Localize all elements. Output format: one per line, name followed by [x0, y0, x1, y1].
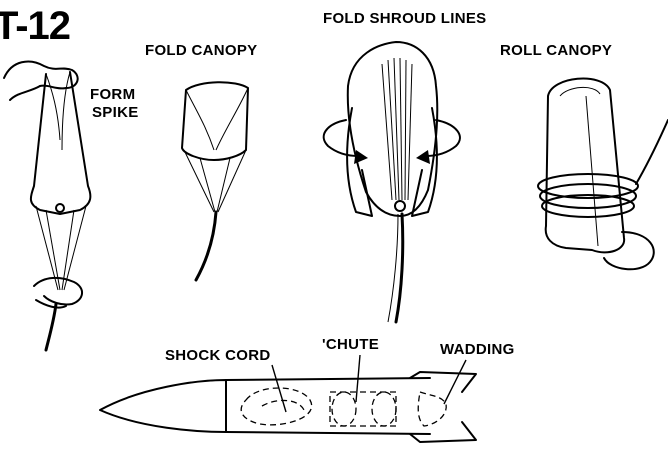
- fold-shroud-lines-illustration: [324, 42, 460, 322]
- rocket-cross-section: [100, 355, 476, 442]
- body-tube-top: [226, 378, 430, 380]
- spike-canopy: [31, 72, 90, 214]
- rolled-canopy: [546, 79, 624, 253]
- right-rotation-arrow: [426, 120, 460, 156]
- fold-canopy-illustration: [182, 82, 248, 280]
- nose-cone: [100, 380, 226, 432]
- bottom-fin: [410, 422, 476, 442]
- form-spike-illustration: [4, 62, 90, 350]
- wadding-pack: [418, 392, 446, 426]
- top-fin: [410, 372, 476, 392]
- folded-canopy: [182, 82, 248, 160]
- roll-canopy-illustration: [538, 79, 668, 270]
- canopy-body: [348, 42, 438, 216]
- chute-pack: [330, 392, 396, 426]
- body-tube-bottom: [226, 432, 430, 434]
- bottom-hand: [34, 278, 82, 305]
